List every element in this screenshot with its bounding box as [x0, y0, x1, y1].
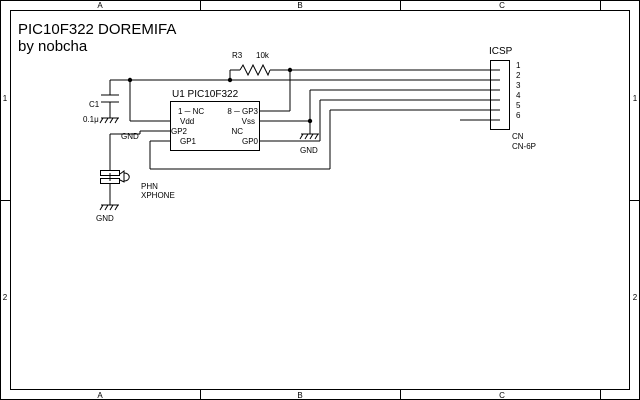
gnd-label-c1: GND — [121, 132, 139, 141]
u1-pin-right-4: GP0 — [242, 137, 259, 146]
frame-row-label-1-left: 1 — [3, 94, 8, 103]
c1-ref: C1 — [89, 100, 100, 109]
frame-col-label-a-bottom: A — [97, 391, 103, 400]
u1-pin-right-3: NC — [231, 127, 243, 136]
frame-row-label-2-left: 2 — [3, 293, 8, 302]
icsp-pin-2: 2 — [516, 71, 521, 80]
icsp-pin-1: 1 — [516, 61, 521, 70]
frame-col-label-b-bottom: B — [297, 391, 302, 400]
u1-pin-left-1: 1 ─ NC — [178, 107, 204, 116]
c1-value: 0.1μ — [83, 115, 99, 124]
frame-col-label-c-bottom: C — [499, 391, 505, 400]
gnd-label-u1: GND — [300, 146, 318, 155]
gnd-symbol-phn — [99, 204, 119, 211]
icsp-pin-6: 6 — [516, 111, 521, 120]
u1-title: U1 PIC10F322 — [172, 89, 239, 100]
resistor-r3 — [239, 63, 271, 77]
gnd-label-phn: GND — [96, 214, 114, 223]
piezo-phone-icon — [100, 170, 130, 184]
icsp-connector — [490, 60, 510, 130]
u1-pin-left-4: GP1 — [180, 137, 197, 146]
u1-pin-left-3: GP2 — [171, 127, 188, 136]
gnd-symbol-u1 — [299, 133, 319, 140]
frame-row-label-1-right: 1 — [633, 94, 638, 103]
u1-pin-right-2: Vss — [242, 117, 255, 126]
frame-col-label-c-top: C — [499, 1, 505, 10]
frame-col-label-b-top: B — [297, 1, 302, 10]
capacitor-c1 — [101, 94, 119, 103]
r3-ref: R3 — [232, 51, 243, 60]
frame-row-label-2-right: 2 — [633, 293, 638, 302]
icsp-pin-5: 5 — [516, 101, 521, 110]
u1-pin-left-2: Vdd — [180, 117, 194, 126]
gnd-symbol-c1 — [99, 117, 119, 124]
u1-pin-right-1: 8 ─ GP3 — [227, 107, 258, 116]
icsp-title: ICSP — [489, 46, 513, 57]
phn-ref: PHN — [141, 182, 158, 191]
phn-value: XPHONE — [141, 191, 175, 200]
icsp-value: CN-6P — [512, 142, 536, 151]
junction-dots — [127, 67, 313, 124]
frame-col-label-a-top: A — [97, 1, 103, 10]
diagram-author: by nobcha — [18, 38, 88, 55]
wires — [109, 69, 500, 205]
diagram-title: PIC10F322 DOREMIFA — [18, 21, 176, 38]
r3-value: 10k — [256, 51, 270, 60]
ic-u1 — [170, 101, 260, 151]
icsp-pin-3: 3 — [516, 81, 521, 90]
icsp-ref: CN — [512, 132, 524, 141]
icsp-pin-4: 4 — [516, 91, 521, 100]
